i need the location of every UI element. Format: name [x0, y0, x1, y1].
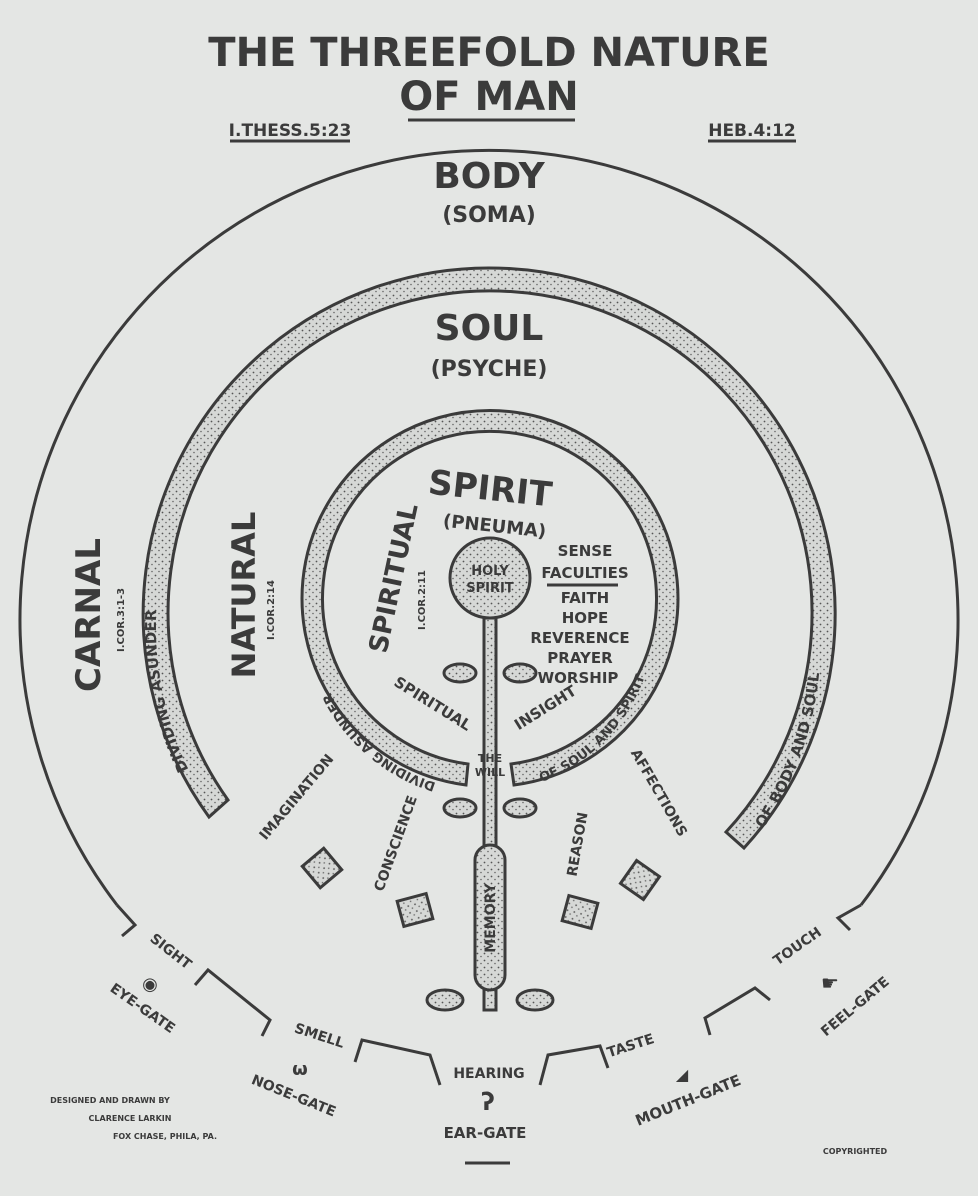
natural-reference: I.COR.2:14	[266, 580, 277, 640]
spirit-band	[300, 409, 680, 787]
holy-spirit-label-1: HOLY	[471, 564, 509, 579]
imagination-box	[300, 846, 344, 890]
affections-box	[618, 858, 662, 902]
smell-label: SMELL	[292, 1021, 346, 1052]
spiritual-reference: I.COR.2:11	[417, 570, 428, 630]
the-will-label-1: THE	[478, 752, 502, 765]
natural-label: NATURAL	[225, 512, 263, 679]
holy-spirit-label-2: SPIRIT	[466, 581, 514, 596]
sense-heading-2: FACULTIES	[541, 564, 628, 582]
body-greek: (SOMA)	[442, 203, 536, 228]
hand-icon: ☛	[821, 971, 839, 995]
ear-gate-label: EAR-GATE	[444, 1124, 527, 1142]
body-circle	[18, 148, 960, 906]
affections-label: AFFECTIONS	[627, 746, 690, 839]
faculty-reverence: REVERENCE	[530, 629, 629, 647]
ear-icon: ʔ	[481, 1088, 495, 1116]
carnal-reference: I.COR.3:1-3	[116, 588, 127, 652]
holy-spirit-circle	[448, 536, 532, 620]
reason-label: REASON	[565, 811, 592, 878]
spiritual-insight-right: INSIGHT	[511, 681, 580, 734]
carnal-label: CARNAL	[69, 538, 109, 692]
hearing-label: HEARING	[453, 1066, 524, 1082]
the-will-label-2: WILL	[475, 766, 505, 779]
memory-column	[473, 843, 507, 992]
imagination-label: IMAGINATION	[257, 751, 338, 843]
spiritual-label: SPIRITUAL	[364, 501, 425, 656]
reason-box	[560, 893, 600, 931]
memory-label: MEMORY	[483, 882, 499, 952]
soul-greek: (PSYCHE)	[431, 357, 548, 382]
touch-label: TOUCH	[771, 924, 825, 969]
reference-hebrews: HEB.4:12	[708, 121, 796, 141]
sense-gates-wall	[115, 903, 862, 1086]
credit-line-2: CLARENCE LARKIN	[89, 1114, 172, 1123]
body-label: BODY	[433, 156, 545, 197]
sight-label: SIGHT	[147, 931, 195, 973]
copyright-label: COPYRIGHTED	[823, 1147, 888, 1156]
soul-band	[141, 266, 837, 851]
credit-line-3: FOX CHASE, PHILA, PA.	[113, 1132, 217, 1141]
conscience-box	[395, 891, 435, 929]
soul-label: SOUL	[435, 308, 544, 349]
title-line-1: THE THREEFOLD NATURE	[208, 30, 769, 76]
stem-branches	[425, 662, 555, 1012]
reference-thessalonians: I.THESS.5:23	[229, 121, 352, 141]
credit-line-1: DESIGNED AND DRAWN BY	[50, 1096, 170, 1105]
faculty-hope: HOPE	[562, 609, 609, 627]
sense-heading-1: SENSE	[558, 542, 613, 560]
faculty-worship: WORSHIP	[538, 669, 619, 687]
soul-band-right-text: OF BODY AND SOUL	[751, 671, 823, 831]
spirit-label: SPIRIT	[426, 463, 554, 516]
nose-icon: ω	[292, 1059, 308, 1080]
conscience-label: CONSCIENCE	[372, 794, 421, 894]
faculty-faith: FAITH	[561, 589, 610, 607]
mouth-icon: ◢	[676, 1065, 689, 1084]
title-line-2: OF MAN	[399, 74, 579, 120]
faculty-prayer: PRAYER	[547, 649, 613, 667]
eye-icon: ◉	[142, 974, 158, 995]
taste-label: TASTE	[605, 1031, 656, 1061]
